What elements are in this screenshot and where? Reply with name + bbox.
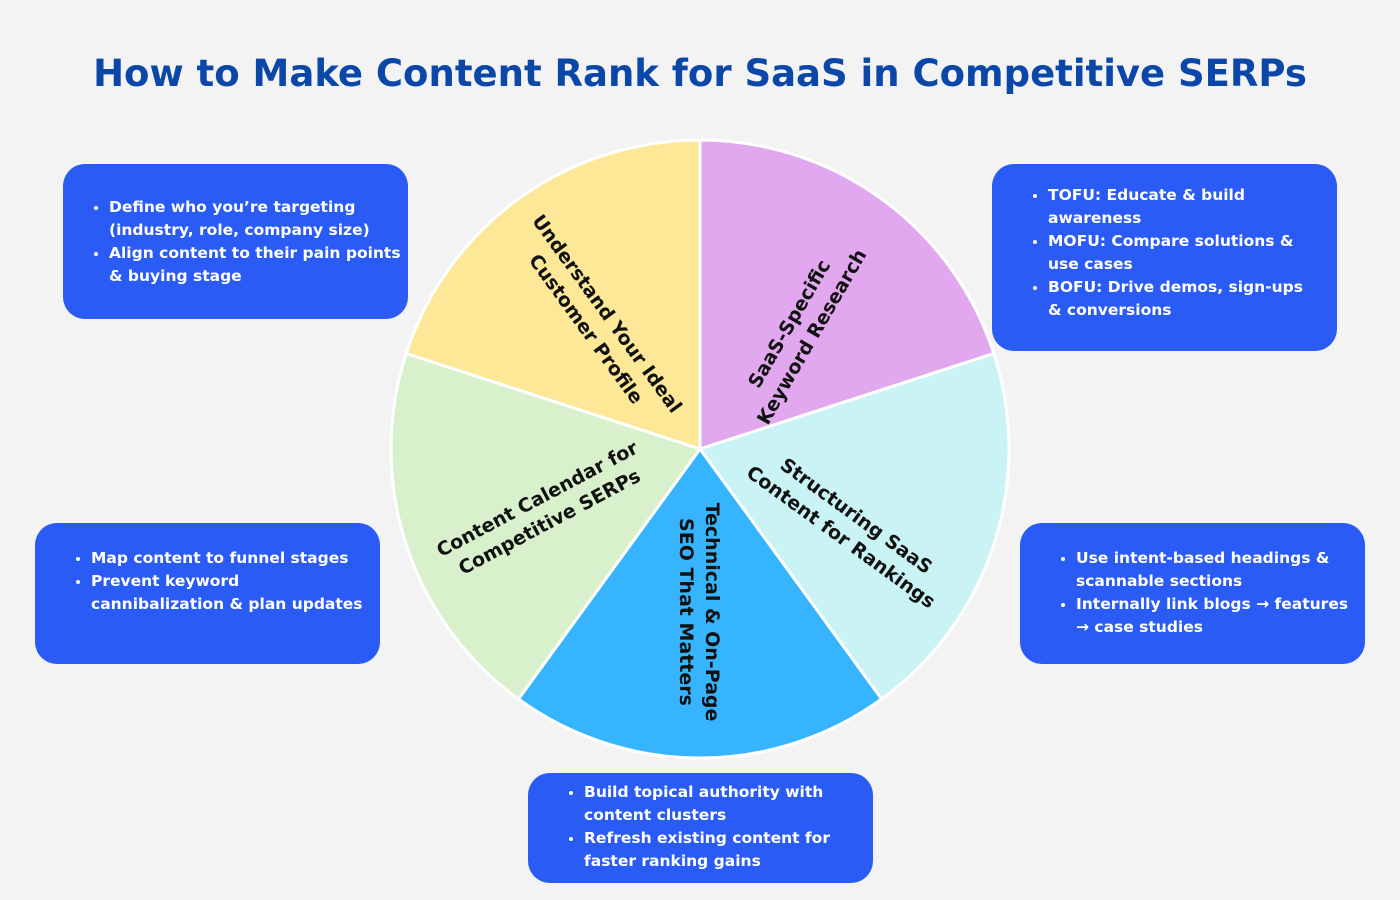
wheel-label-line: SEO That Matters <box>675 518 697 706</box>
card-icp-item: Align content to their pain points & buy… <box>109 242 408 288</box>
card-calendar-item: Prevent keyword cannibalization & plan u… <box>91 570 364 616</box>
wheel-segment-structure <box>697 351 1011 702</box>
card-technical-item: Build topical authority with content clu… <box>584 781 861 827</box>
card-structure-item: Use intent-based headings & scannable se… <box>1076 547 1351 593</box>
page-title: How to Make Content Rank for SaaS in Com… <box>93 52 1307 95</box>
card-technical-item: Refresh existing content for faster rank… <box>584 827 861 873</box>
wheel-segment-technical <box>516 446 884 760</box>
card-technical: Build topical authority with content clu… <box>528 773 873 883</box>
card-structure: Use intent-based headings & scannable se… <box>1020 523 1365 664</box>
card-icp-item: Define who you’re targeting (industry, r… <box>109 196 408 242</box>
card-keyword-item: BOFU: Drive demos, sign-ups & conversion… <box>1048 276 1315 322</box>
card-calendar: Map content to funnel stages Prevent key… <box>35 523 380 664</box>
card-structure-item: Internally link blogs → features → case … <box>1076 593 1351 639</box>
wheel-segment-calendar <box>389 351 703 702</box>
card-keyword-item: TOFU: Educate & build awareness <box>1048 184 1315 230</box>
card-icp: Define who you’re targeting (industry, r… <box>63 164 408 319</box>
card-keyword-item: MOFU: Compare solutions & use cases <box>1048 230 1315 276</box>
card-calendar-item: Map content to funnel stages <box>91 547 364 570</box>
wheel-label-technical: Technical & On-PageSEO That Matters <box>675 503 723 722</box>
wheel-segment-icp <box>404 138 702 452</box>
wheel-label-line: Technical & On-Page <box>701 503 723 722</box>
wheel-segment-keyword <box>698 138 996 452</box>
card-keyword: TOFU: Educate & build awareness MOFU: Co… <box>992 164 1337 351</box>
